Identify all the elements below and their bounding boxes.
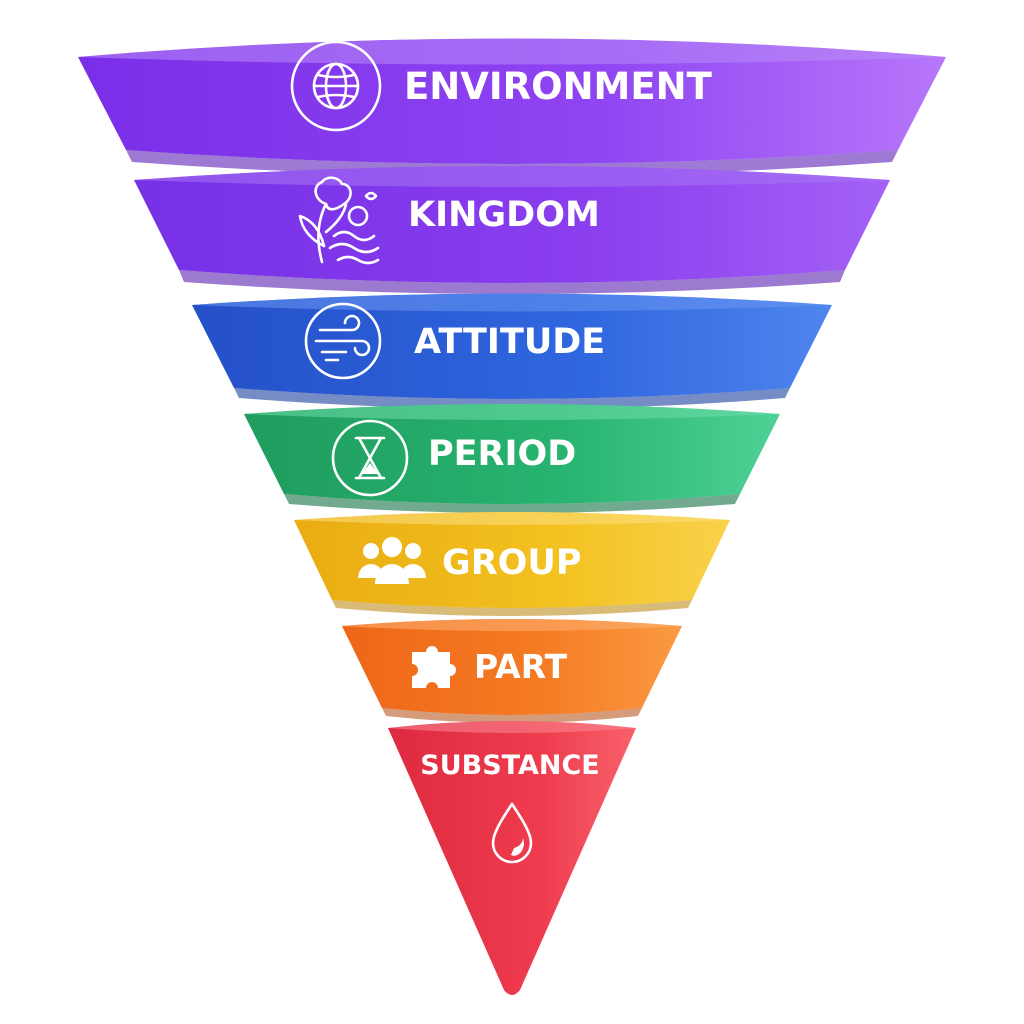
layer-label-period: PERIOD <box>428 434 576 474</box>
layer-label-environment: ENVIRONMENT <box>404 65 713 108</box>
puzzle-icon <box>412 646 456 688</box>
funnel-layer-part: PART <box>342 619 682 723</box>
nature-icon <box>298 176 380 265</box>
layer-label-substance: SUBSTANCE <box>420 750 599 781</box>
globe-icon <box>290 40 382 132</box>
people-icon <box>358 537 426 584</box>
wind-icon <box>304 302 382 380</box>
layer-label-group: GROUP <box>442 543 582 583</box>
layer-label-part: PART <box>474 647 568 686</box>
funnel-layer-group: GROUP <box>294 512 730 616</box>
layer-label-kingdom: KINGDOM <box>408 195 600 235</box>
drop-icon <box>491 802 533 864</box>
funnel-layer-environment: ENVIRONMENT <box>78 38 946 176</box>
funnel-layer-kingdom: KINGDOM <box>134 166 890 294</box>
funnel-layer-period: PERIOD <box>244 404 780 513</box>
layer-label-attitude: ATTITUDE <box>414 322 605 362</box>
funnel-layer-attitude: ATTITUDE <box>192 293 832 409</box>
hourglass-icon <box>331 419 409 497</box>
funnel-layer-substance: SUBSTANCE <box>388 721 636 995</box>
